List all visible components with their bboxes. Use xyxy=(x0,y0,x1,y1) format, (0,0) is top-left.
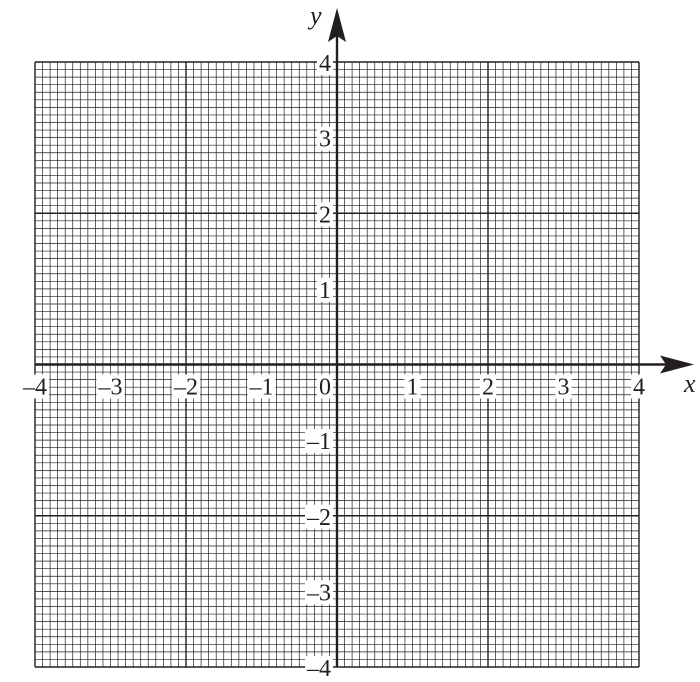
y-tick-label: 4 xyxy=(319,51,331,77)
x-tick-label: 0 xyxy=(319,375,331,401)
x-tick-label-background xyxy=(317,374,333,399)
y-axis-title: y xyxy=(307,1,322,30)
y-axis-arrowhead xyxy=(328,8,346,42)
x-axis-arrowhead xyxy=(660,355,694,374)
x-tick-label: –4 xyxy=(22,375,47,401)
x-tick-label-background xyxy=(404,374,421,399)
x-tick-label: –1 xyxy=(249,375,274,401)
x-tick-label-background xyxy=(555,374,572,399)
y-tick-label-background xyxy=(317,202,333,227)
x-tick-label-background xyxy=(96,374,125,399)
y-tick-label-background xyxy=(305,504,333,529)
y-tick-label-background xyxy=(317,277,333,302)
y-tick-labels: –4 –3 –2 –1 1 2 3 4 xyxy=(305,51,333,682)
x-tick-label: –3 xyxy=(98,375,123,401)
x-tick-label: –2 xyxy=(173,375,198,401)
axes xyxy=(35,8,694,667)
y-tick-label: –4 xyxy=(306,656,331,682)
y-tick-label-background xyxy=(317,126,333,151)
y-tick-label-background xyxy=(317,51,333,75)
y-tick-label-background xyxy=(305,580,333,605)
x-tick-label-background xyxy=(21,374,49,399)
y-tick-label: –1 xyxy=(306,429,331,455)
y-tick-label: 1 xyxy=(319,278,331,304)
y-tick-label: 3 xyxy=(319,127,331,153)
y-tick-label: –3 xyxy=(306,580,331,606)
x-tick-label-background xyxy=(247,374,276,399)
y-tick-label-background xyxy=(305,429,333,454)
y-tick-label-background xyxy=(305,656,333,680)
x-tick-labels: –4 –3 –2 –1 0 1 2 3 4 xyxy=(21,374,647,401)
x-axis-title: x xyxy=(683,369,696,398)
x-tick-label: 3 xyxy=(558,375,570,401)
y-tick-label: 2 xyxy=(319,202,331,228)
x-tick-label: 4 xyxy=(633,375,645,401)
x-tick-label-background xyxy=(631,374,647,399)
x-tick-label: 1 xyxy=(407,375,419,401)
x-tick-label-background xyxy=(172,374,200,399)
x-tick-label-background xyxy=(480,374,496,399)
x-tick-label: 2 xyxy=(482,375,494,401)
y-tick-label: –2 xyxy=(306,505,331,531)
